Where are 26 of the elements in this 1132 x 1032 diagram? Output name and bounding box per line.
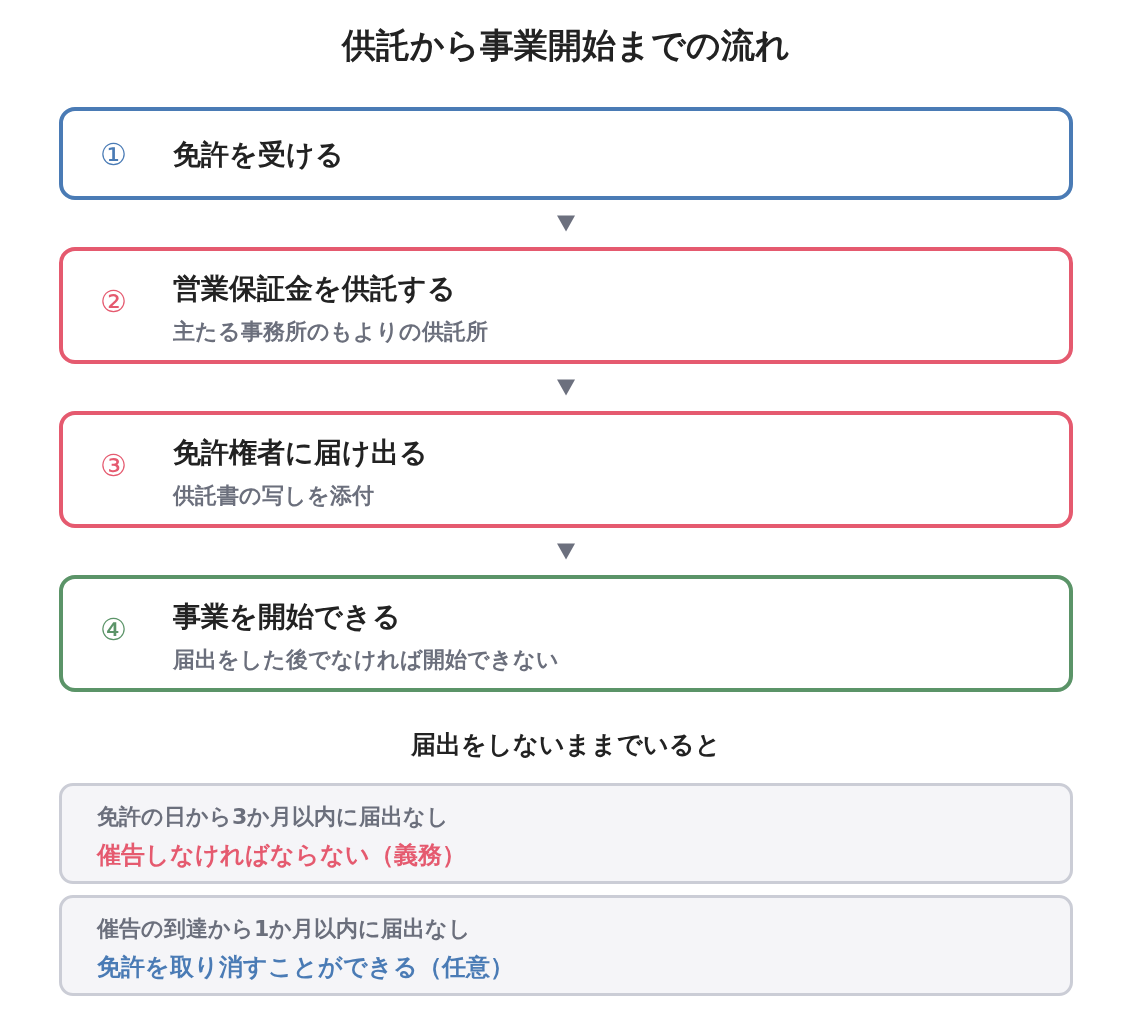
step-note: 供託書の写しを添付: [173, 482, 374, 510]
condition-text: 催告の到達から1か月以内に届出なし: [97, 915, 472, 943]
step-note: 届出をした後でなければ開始できない: [173, 646, 559, 674]
note-box: [59, 895, 1073, 996]
step-box: [59, 411, 1073, 528]
step-title: 事業を開始できる: [173, 599, 401, 635]
consequence-text: 免許を取り消すことができる（任意）: [97, 952, 514, 983]
condition-text: 免許の日から3か月以内に届出なし: [97, 803, 450, 831]
consequence-text: 催告しなければならない（義務）: [97, 840, 466, 871]
step-box: [59, 575, 1073, 692]
note-box: [59, 783, 1073, 884]
step-note: 主たる事務所のもよりの供託所: [173, 318, 488, 346]
step-number: ③: [100, 448, 127, 484]
step-title: 免許を受ける: [173, 137, 344, 173]
step-title: 営業保証金を供託する: [173, 271, 456, 307]
step-number: ①: [100, 137, 127, 173]
step-title: 免許権者に届け出る: [173, 435, 428, 471]
step-box: [59, 247, 1073, 364]
step-number: ②: [100, 284, 127, 320]
down-arrow: [557, 379, 575, 396]
down-arrow: [557, 215, 575, 232]
section-heading: 届出をしないままでいると: [411, 728, 721, 761]
step-box: [59, 107, 1073, 200]
down-arrow: [557, 543, 575, 560]
diagram-title: 供託から事業開始までの流れ: [342, 23, 790, 67]
step-number: ④: [100, 612, 127, 648]
